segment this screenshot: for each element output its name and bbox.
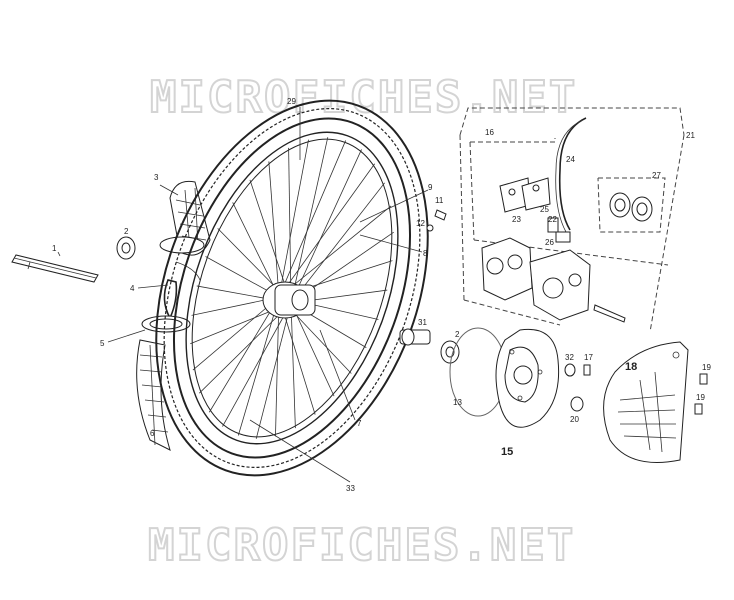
spoke <box>278 163 376 298</box>
brake-caliper <box>481 237 626 323</box>
spoke <box>288 147 292 304</box>
banjo-fittings <box>547 217 571 243</box>
callout-25: 25 <box>540 205 549 214</box>
spoke <box>208 296 280 413</box>
brake-pads <box>499 177 551 213</box>
spoke-nipple <box>426 209 447 232</box>
callout-2: 2 <box>124 227 129 236</box>
spoke <box>275 296 280 437</box>
callout-8: 8 <box>423 249 428 258</box>
callout-1: 1 <box>52 244 57 253</box>
front-wheel <box>155 99 429 477</box>
callout-24: 24 <box>566 155 575 164</box>
spoke <box>199 302 292 394</box>
callout-15: 15 <box>501 446 513 458</box>
callout-20: 20 <box>570 415 579 424</box>
callout-12: 12 <box>416 219 425 228</box>
inner-tube <box>141 315 191 333</box>
spoke <box>278 140 347 298</box>
callout-21: 21 <box>686 131 695 140</box>
spoke <box>278 205 392 298</box>
brake-disc-group <box>449 327 560 428</box>
callout-16: 16 <box>485 128 494 137</box>
callout-19-top: 19 <box>702 363 711 372</box>
disc-guard <box>603 341 689 463</box>
callout-5: 5 <box>100 339 105 348</box>
caliper-pistons <box>609 192 653 222</box>
callout-32: 32 <box>565 353 574 362</box>
callout-29: 29 <box>287 97 296 106</box>
spoke <box>192 296 280 371</box>
callout-19-bottom: 19 <box>696 393 705 402</box>
spoke <box>290 137 329 304</box>
callout-6: 6 <box>150 429 155 438</box>
spoke <box>290 182 385 304</box>
callout-26: 26 <box>545 238 554 247</box>
callout-11: 11 <box>435 196 444 205</box>
spoke <box>222 302 292 427</box>
callout-4: 4 <box>130 284 135 293</box>
callout-33: 33 <box>346 484 355 493</box>
guard-bolts <box>694 373 708 415</box>
callout-2-right: 2 <box>455 330 460 339</box>
watermark-bottom: MICROFICHES.NET <box>148 520 575 571</box>
disc-bolts <box>564 363 591 412</box>
left-spacer <box>116 236 136 260</box>
leader-lines <box>57 107 429 483</box>
spoke <box>290 302 296 429</box>
axle <box>11 254 99 283</box>
callout-9: 9 <box>428 183 433 192</box>
callout-31: 31 <box>418 318 427 327</box>
callout-18: 18 <box>625 361 637 373</box>
spoke <box>290 302 335 397</box>
spoke <box>232 202 280 298</box>
spoke <box>255 302 292 439</box>
callout-23: 23 <box>512 215 521 224</box>
callout-13: 13 <box>453 398 462 407</box>
callout-27: 27 <box>652 171 661 180</box>
callout-17: 17 <box>584 353 593 362</box>
watermark-top: MICROFICHES.NET <box>150 72 577 123</box>
spoke <box>278 139 309 298</box>
spoke <box>237 296 280 436</box>
hub-spacer-right <box>399 328 431 346</box>
callout-7: 7 <box>357 419 362 428</box>
brake-hose <box>555 117 587 233</box>
callout-22: 22 <box>548 215 557 224</box>
spoke <box>268 161 280 298</box>
tire-fragment-lower <box>136 339 171 451</box>
callout-3: 3 <box>154 173 159 182</box>
